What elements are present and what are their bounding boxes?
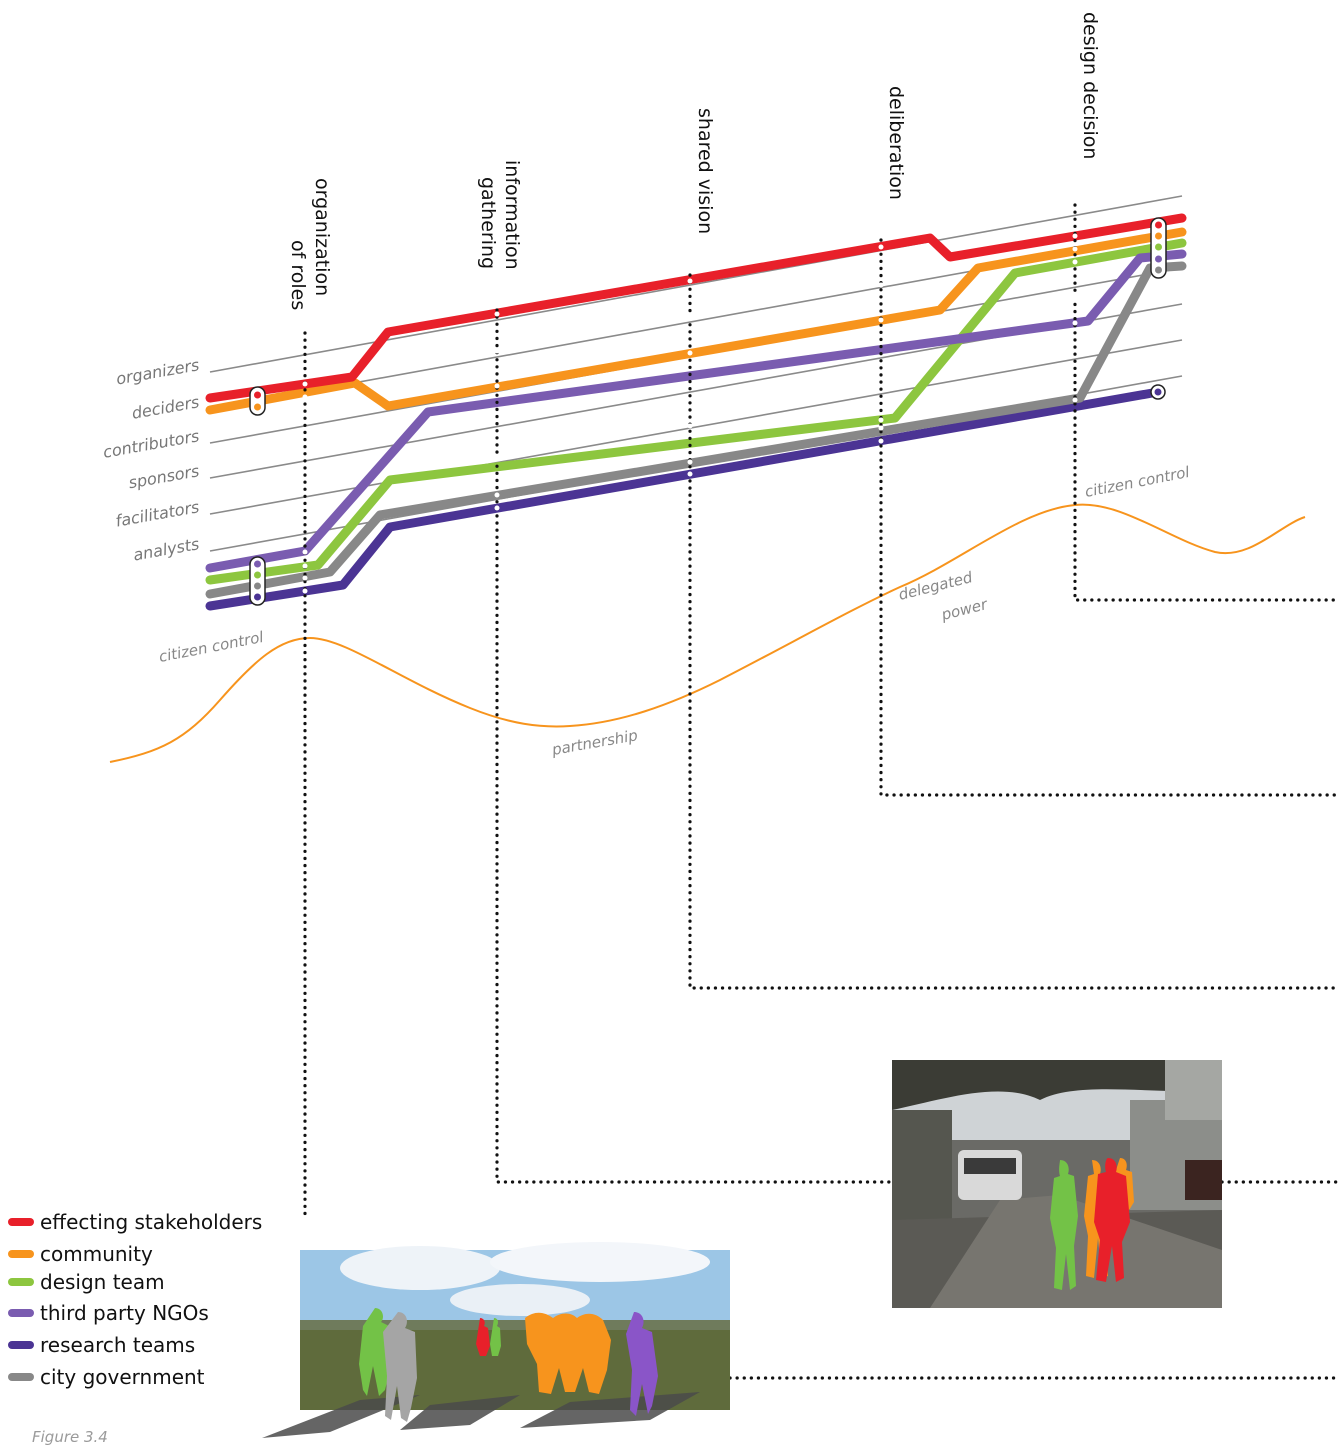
role-line-organizers [209,195,1183,373]
legend-item-effecting-stakeholders: effecting stakeholders [8,1210,262,1234]
svg-text:third party NGOs: third party NGOs [40,1301,209,1325]
svg-text:effecting stakeholders: effecting stakeholders [40,1210,262,1234]
line-city-government [205,261,1187,599]
legend: effecting stakeholders community design … [8,1210,262,1389]
legend-item-city-government: city government [8,1365,205,1389]
legend-item-research-teams: research teams [8,1333,195,1357]
role-label-contributors: contributors [102,426,201,462]
phase-label-organization-2: of roles [287,240,309,310]
phase-label-information-1: information [501,160,523,270]
stakeholder-lines [205,213,1187,611]
phase-label-shared-vision: shared vision [694,108,716,234]
figure-field-purple [626,1312,658,1416]
legend-item-third-party-ngos: third party NGOs [8,1301,209,1325]
svg-text:research teams: research teams [40,1333,195,1357]
participation-curve [109,503,1306,763]
level-delegated: delegated [897,568,975,604]
crossing-dots [302,233,1078,594]
phase-label-information-2: gathering [477,177,499,269]
role-labels: organizers deciders contributors sponsor… [102,355,201,564]
phase-connector-information [495,308,894,1184]
level-citizen-control-right: citizen control [1083,463,1191,501]
start-marker-bottom [249,556,266,606]
line-effecting-stakeholders [205,213,1187,403]
phase-label-deliberation: deliberation [885,86,907,200]
role-label-organizers: organizers [115,355,201,388]
phase-label-design-decision: design decision [1079,12,1101,159]
figure-green [1050,1160,1078,1290]
phase-label-organization-1: organization [311,178,333,296]
start-marker-top [249,386,266,416]
line-community [205,227,1187,415]
figure-field-green [359,1308,391,1396]
role-label-sponsors: sponsors [127,461,201,492]
legend-item-community: community [8,1242,153,1266]
figure-caption: Figure 3.4 [32,1428,108,1445]
figure-field-orange-group [525,1312,611,1394]
role-label-analysts: analysts [132,534,201,564]
role-label-facilitators: facilitators [114,497,201,530]
street-photo [892,1060,1222,1308]
line-research-teams [205,387,1163,611]
svg-text:design team: design team [40,1270,165,1294]
line-design-team [205,238,1187,585]
figure-field-red [476,1318,490,1356]
phase-connectors [303,203,1342,1380]
figure-field-gray [383,1312,417,1422]
role-label-deciders: deciders [130,392,200,423]
role-line-facilitators [209,339,1183,515]
svg-text:city government: city government [40,1365,205,1389]
legend-item-design-team: design team [8,1270,165,1294]
field-photo [262,1242,730,1438]
end-marker [1150,217,1167,279]
level-partnership: partnership [550,726,639,759]
figure-field-green-small [490,1318,501,1356]
level-power: power [939,595,990,624]
svg-text:community: community [40,1242,153,1266]
phase-connector-shared-vision [688,273,1342,990]
figure-red [1094,1158,1130,1282]
end-marker-research [1150,384,1166,400]
level-citizen-control-left: citizen control [157,628,265,666]
phase-labels: organization of roles information gather… [287,12,1101,310]
line-third-party-ngos [205,249,1187,573]
phase-connector-deliberation [879,238,1342,797]
